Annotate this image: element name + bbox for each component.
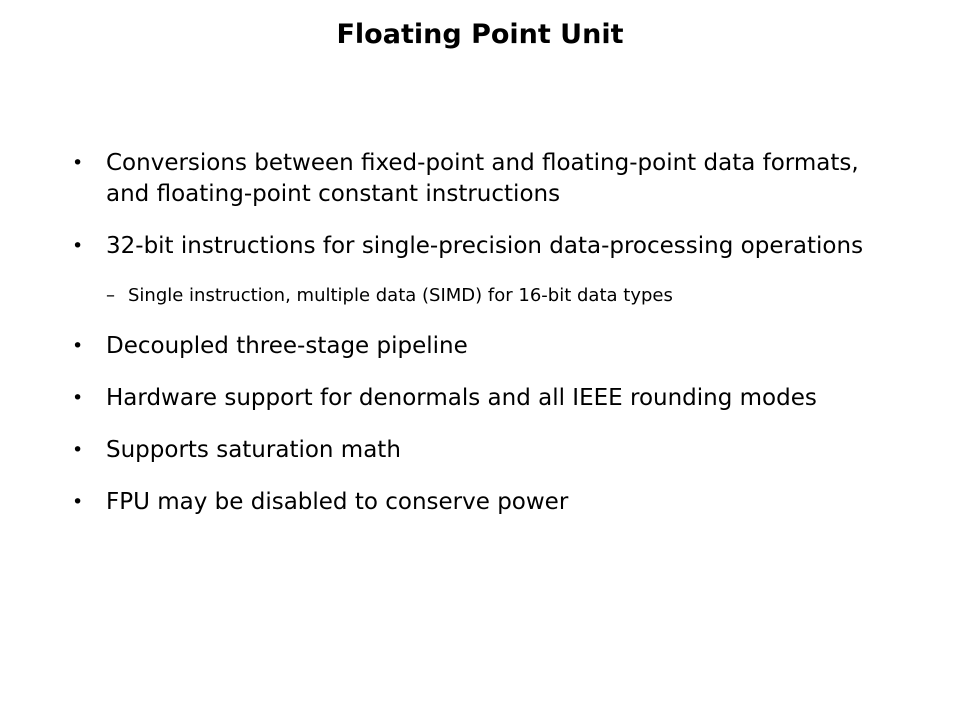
bullet-dot-icon: • bbox=[72, 439, 84, 461]
bullet-list: • Conversions between fixed-point and fl… bbox=[72, 148, 902, 539]
bullet-dot-icon: • bbox=[72, 235, 84, 257]
list-item: • 32-bit instructions for single-precisi… bbox=[72, 231, 902, 262]
list-item: • Decoupled three-stage pipeline bbox=[72, 331, 902, 362]
bullet-dot-icon: • bbox=[72, 491, 84, 513]
list-item: • Conversions between fixed-point and fl… bbox=[72, 148, 902, 210]
list-item-text: FPU may be disabled to conserve power bbox=[106, 489, 569, 515]
bullet-dot-icon: • bbox=[72, 152, 84, 174]
list-item-text: Supports saturation math bbox=[106, 437, 401, 463]
sub-list-item: – Single instruction, multiple data (SIM… bbox=[72, 283, 902, 308]
list-item-text: Hardware support for denormals and all I… bbox=[106, 385, 817, 411]
list-item: • Hardware support for denormals and all… bbox=[72, 383, 902, 414]
list-item: • FPU may be disabled to conserve power bbox=[72, 487, 902, 518]
bullet-dash-icon: – bbox=[106, 285, 115, 306]
list-item-text: Decoupled three-stage pipeline bbox=[106, 333, 468, 359]
sub-list-item-text: Single instruction, multiple data (SIMD)… bbox=[128, 285, 673, 306]
list-item-text: Conversions between fixed-point and floa… bbox=[106, 150, 859, 207]
bullet-dot-icon: • bbox=[72, 335, 84, 357]
bullet-dot-icon: • bbox=[72, 387, 84, 409]
list-item: • Supports saturation math bbox=[72, 435, 902, 466]
page-title: Floating Point Unit bbox=[336, 19, 624, 50]
list-item-text: 32-bit instructions for single-precision… bbox=[106, 233, 864, 259]
